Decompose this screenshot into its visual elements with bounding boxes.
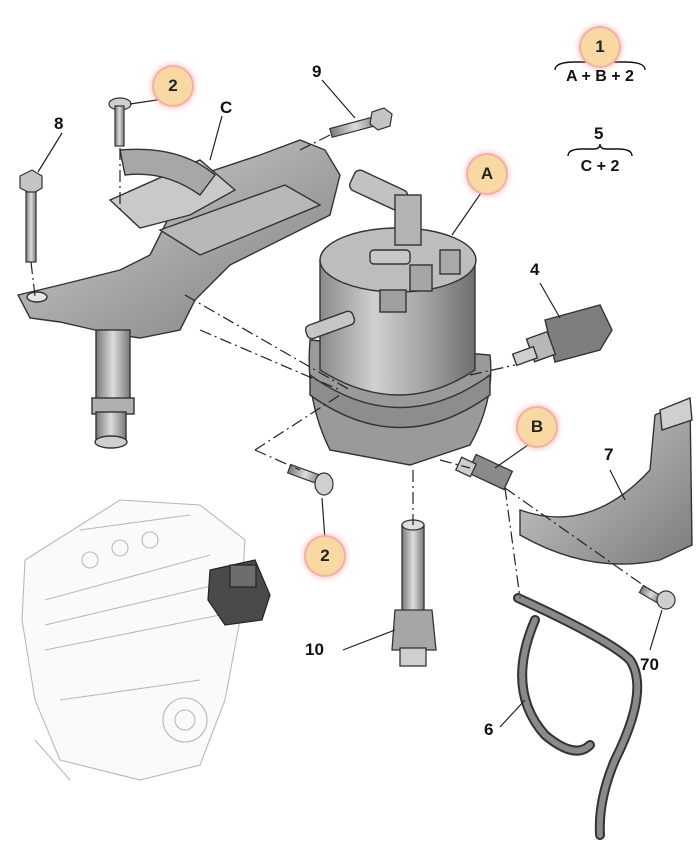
screw-part-2-top	[108, 97, 132, 147]
badge-2-top: 2	[154, 67, 192, 105]
mounting-bracket-part	[16, 139, 341, 449]
formula-5-number: 5	[594, 124, 604, 143]
badge-A: A	[468, 155, 506, 193]
badge-2-bottom: 2	[306, 537, 344, 575]
hose-part	[513, 593, 643, 840]
sensor-part	[511, 304, 613, 367]
badge-B: B	[518, 408, 556, 446]
formula-5-text: C + 2	[580, 158, 620, 175]
fuel-filter-part	[304, 169, 492, 466]
strap-part	[519, 397, 693, 565]
callout-label-9: 9	[312, 62, 322, 81]
callout-label-10: 10	[305, 640, 324, 659]
engine-filter-highlight	[207, 559, 271, 626]
formula-1-text: A + B + 2	[566, 68, 634, 85]
callout-label-70: 70	[640, 655, 659, 674]
badge-1: 1	[581, 28, 619, 66]
water-sensor-part	[391, 519, 437, 667]
screw-part-8	[19, 169, 43, 263]
callout-label-8: 8	[54, 114, 64, 133]
assembly-lines	[30, 134, 651, 599]
callout-label-4: 4	[530, 260, 540, 279]
screw-part-2-bottom	[286, 463, 334, 496]
engine-thumbnail	[21, 499, 246, 781]
callout-label-7: 7	[604, 445, 614, 464]
leader-lines	[37, 79, 663, 728]
screw-part-70	[638, 584, 676, 610]
callout-label-C: C	[220, 98, 233, 117]
temperature-sensor-part	[454, 453, 514, 491]
callout-label-6: 6	[484, 720, 494, 739]
screw-part-9	[329, 107, 393, 139]
